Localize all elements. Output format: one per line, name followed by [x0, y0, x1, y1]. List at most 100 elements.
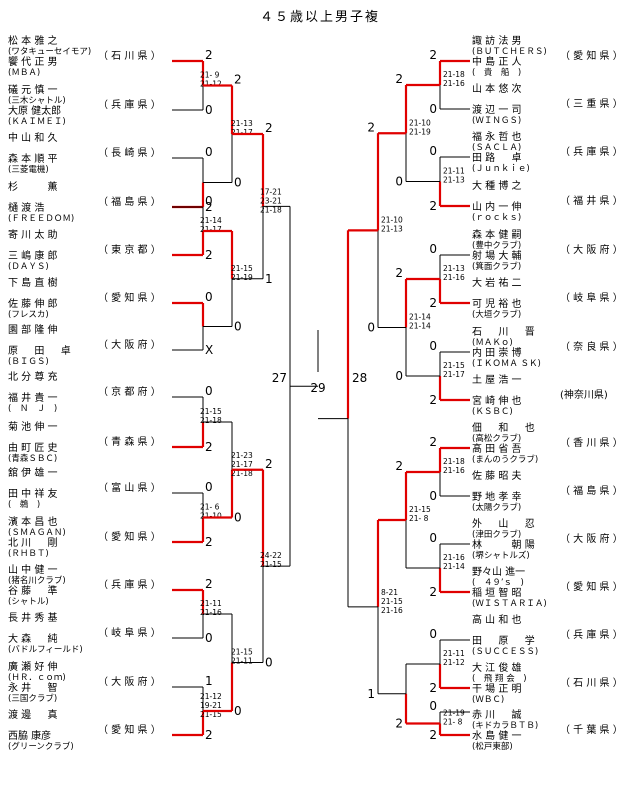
match-score: 2 [429, 435, 437, 449]
final-score-left: 27 [272, 371, 287, 385]
player-name: 山 中 健 一 [8, 563, 58, 576]
player-name: 大 森 純 [8, 632, 58, 645]
match-score: 2 [205, 728, 213, 742]
team-name: (ＳＡＣＬＡ) [472, 143, 521, 153]
match-score: 0 [429, 531, 437, 545]
player-name: 北 分 尊 充 [8, 370, 58, 383]
set-score: 21-18 [260, 205, 282, 214]
team-name: (ｒｏｃｋｓ) [472, 212, 521, 223]
team-name: (ＤＡＹＳ) [8, 262, 49, 272]
team-name: ( 鵜 ) [8, 499, 40, 510]
match-score: 2 [395, 717, 403, 731]
match-score: 2 [205, 200, 213, 214]
prefecture: （ 大 阪 府 ） [560, 243, 623, 256]
player-name: 干 場 正 明 [472, 682, 522, 695]
player-name: 高 山 和 也 [472, 613, 522, 626]
match-score: 0 [205, 194, 213, 208]
match-score: 0 [205, 290, 213, 304]
match-score: 2 [429, 393, 437, 407]
page-title: ４５歳以上男子複 [259, 10, 380, 25]
final-score-right: 28 [352, 371, 367, 385]
team-name: (フレスカ) [8, 310, 49, 320]
player-name: 渡 邊 真 [8, 708, 58, 721]
set-score: 21-18 [200, 416, 222, 425]
match-score: 0 [234, 176, 242, 190]
set-score: 21-11 [200, 599, 222, 608]
set-score: 21-15 [231, 264, 253, 273]
player-name: 可 児 裕 也 [472, 297, 522, 310]
match-score: 1 [367, 687, 375, 701]
match-score: 2 [395, 72, 403, 86]
team-name: (三国クラブ) [8, 693, 57, 704]
set-score: 21-16 [443, 466, 465, 475]
match-score: 2 [429, 199, 437, 213]
prefecture: （ 大 阪 府 ） [98, 675, 161, 688]
set-score: 21-14 [443, 562, 465, 571]
player-name: 野々山 進一 [472, 566, 525, 578]
player-name: 田 原 学 [472, 634, 535, 647]
prefecture: （ 香 川 県 ） [560, 437, 623, 449]
prefecture: （ 愛 知 県 ） [98, 530, 161, 543]
team-name: (シャトル) [8, 597, 49, 607]
team-name: (松戸東部) [472, 741, 513, 752]
set-score: 21-16 [381, 606, 403, 615]
player-name: 濱 本 昌 也 [8, 515, 58, 528]
set-score: 21-18 [231, 469, 253, 478]
prefecture: （ 千 葉 県 ） [560, 723, 623, 736]
match-score: 0 [429, 242, 437, 256]
match-score: 2 [205, 48, 213, 62]
player-name: 石 川 晋 [472, 326, 535, 338]
player-name: 寄 川 太 助 [8, 228, 58, 241]
set-score: 21- 8 [409, 514, 429, 523]
player-name: 松 本 雅 之 [8, 34, 58, 47]
match-score: 0 [429, 102, 437, 116]
match-score: 2 [234, 73, 242, 87]
player-name: 田 路 卓 [472, 151, 522, 164]
team-name: (三木シャトル) [8, 95, 66, 106]
set-score: 21-16 [443, 79, 465, 88]
match-score: 2 [395, 459, 403, 473]
set-score: 21-14 [409, 322, 431, 331]
match-score: 2 [429, 728, 437, 742]
team-name: ( Ｎ Ｊ ) [8, 404, 57, 414]
set-score: 21-15 [260, 560, 282, 569]
set-score: 21-12 [200, 80, 222, 89]
player-name: 大 江 俊 雄 [472, 661, 522, 674]
set-score: 21-18 [443, 70, 465, 79]
prefecture: （ 石 川 県 ） [560, 677, 623, 689]
player-name: 森 本 健 嗣 [472, 228, 522, 241]
team-name: (ＩＫＯＭＡ ＳＫ) [472, 359, 541, 369]
player-name: 北 川 剛 [8, 537, 58, 549]
final-score-center: 29 [310, 381, 325, 395]
prefecture: （ 三 重 県 ） [560, 97, 623, 110]
player-name: 射 場 大 輔 [472, 249, 522, 262]
match-score: 0 [205, 103, 213, 117]
team-name: (青森ＳＢＣ) [8, 453, 57, 464]
match-score: 2 [265, 457, 273, 471]
set-score: 21-17 [443, 370, 465, 379]
team-name: (太陽クラブ) [472, 502, 521, 513]
match-score: 0 [205, 631, 213, 645]
prefecture: （ 愛 知 県 ） [98, 291, 161, 304]
team-name: (豊中クラブ) [472, 240, 521, 251]
set-score: 21-10 [200, 512, 222, 521]
prefecture: （ 兵 庫 県 ） [560, 145, 623, 158]
team-name: ( ４９’ｓ ) [472, 578, 524, 588]
prefecture: （ 奈 良 県 ） [560, 340, 623, 353]
match-score: 2 [367, 120, 375, 134]
player-name: 外 山 忍 [472, 518, 535, 530]
team-name: (ＨＲ．ｃｏｍ) [8, 673, 66, 683]
player-name: 山 内 一 伸 [472, 200, 522, 213]
player-name: 饗 代 正 男 [8, 55, 58, 68]
player-name: 廣 瀬 好 伸 [8, 660, 58, 673]
player-name: 谷 藤 準 [8, 584, 58, 597]
player-name: 菊 池 伸 一 [8, 420, 58, 433]
match-score: 2 [395, 266, 403, 280]
prefecture: （ 青 森 県 ） [98, 435, 161, 448]
team-name: (ワタキューセイモア) [8, 47, 91, 57]
player-name: 田 中 祥 友 [8, 487, 58, 500]
set-score: 21-15 [200, 407, 222, 416]
set-score: 21- 8 [443, 718, 463, 727]
player-name: 樋 渡 浩 [8, 201, 44, 214]
